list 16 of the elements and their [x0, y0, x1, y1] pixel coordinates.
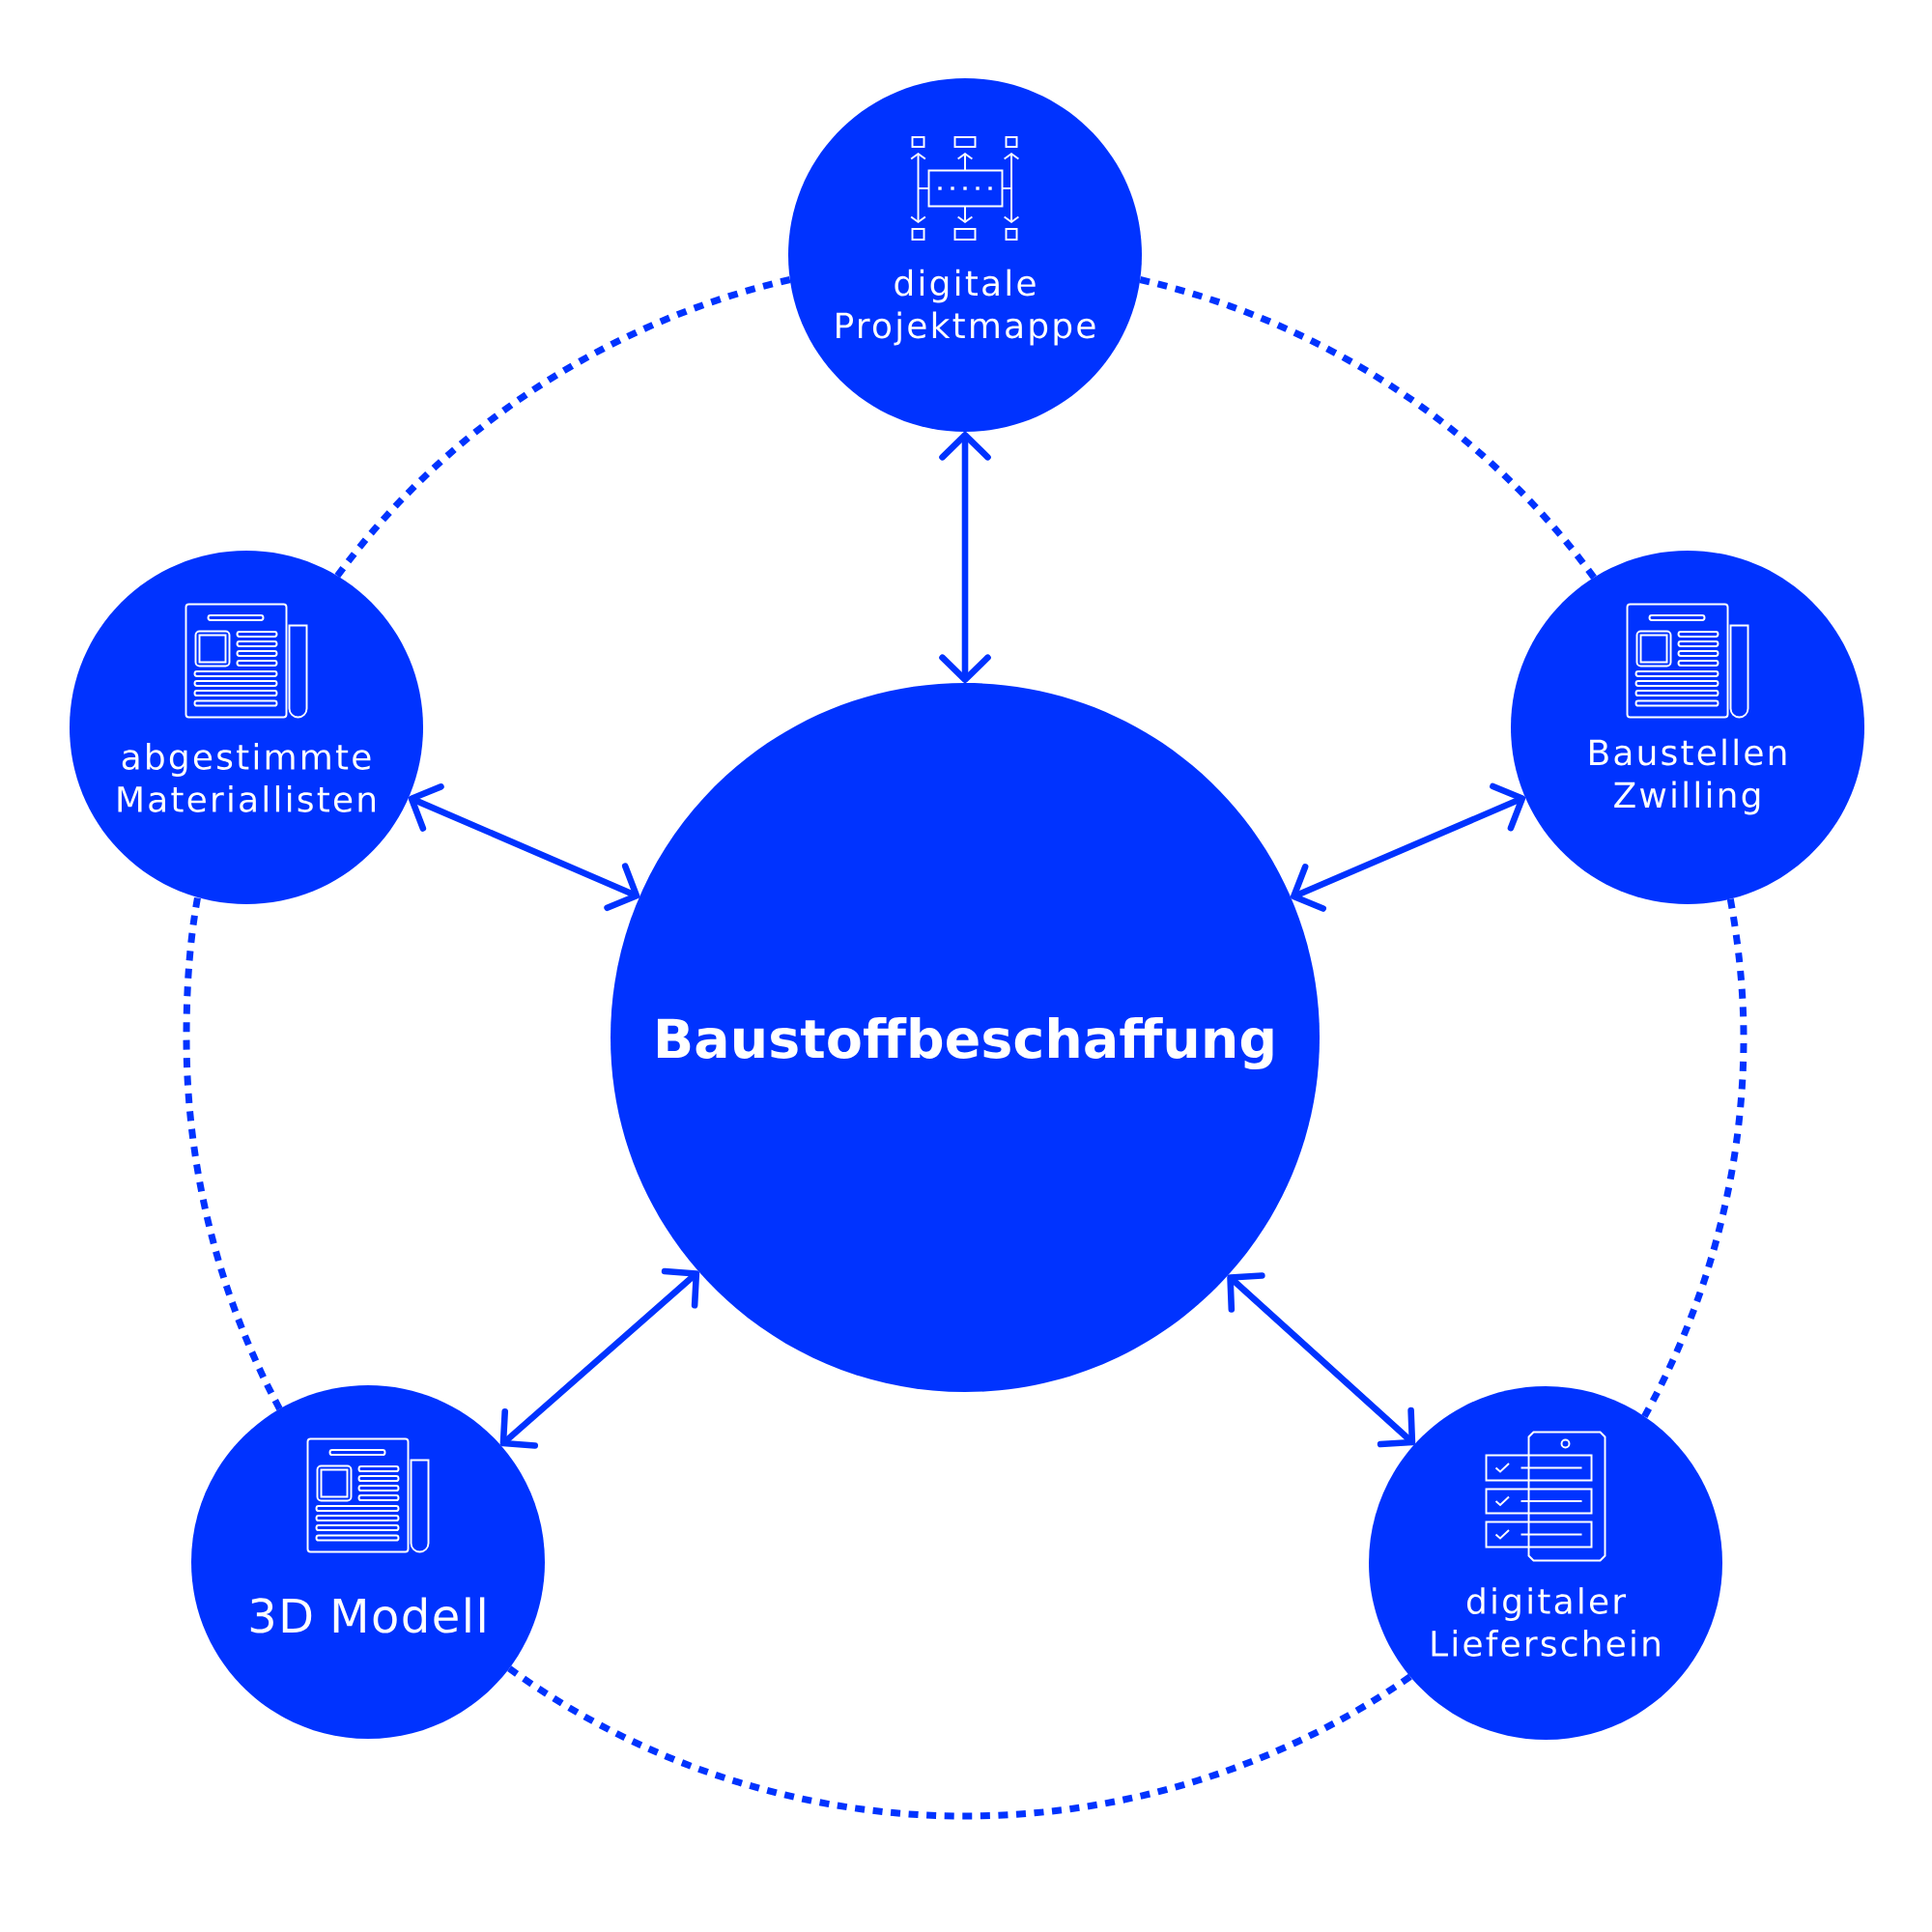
circle-node: abgestimmte Materiallisten [70, 551, 423, 904]
arrow [408, 783, 640, 912]
arrow [499, 1267, 700, 1449]
circle-node: 3D Modell [191, 1385, 545, 1739]
arrow [1291, 782, 1526, 912]
dotted-arc [1641, 897, 1747, 1418]
dotted-arc [334, 276, 791, 579]
arrow [939, 432, 991, 683]
circle-node: digitaler Lieferschein [1369, 1386, 1722, 1740]
arrow [1227, 1272, 1416, 1448]
dotted-arc [1139, 276, 1597, 580]
circle-node: Baustoffbeschaffung [611, 683, 1320, 1393]
circle-node: Baustellen Zwilling [1511, 551, 1864, 904]
dotted-arc [507, 1665, 1412, 1820]
circle-node: digitale Projektmappe [788, 78, 1142, 432]
dotted-arc [183, 896, 283, 1411]
